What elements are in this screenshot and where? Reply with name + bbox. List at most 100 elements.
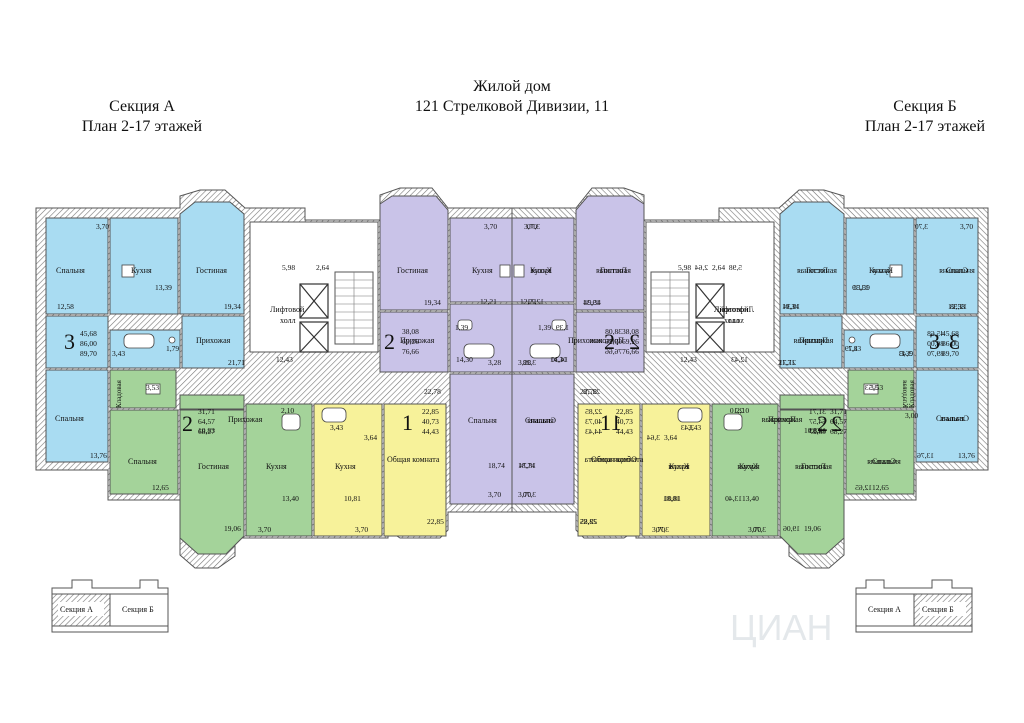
svg-text:2,64: 2,64 (712, 263, 725, 272)
svg-text:12,21: 12,21 (520, 297, 537, 306)
svg-text:3,43: 3,43 (112, 349, 125, 358)
svg-text:14,30: 14,30 (456, 355, 473, 364)
svg-text:3,70: 3,70 (96, 222, 109, 231)
a3-area-living: 45,68 (80, 329, 97, 338)
a2p-area-full: 76,66 (402, 347, 419, 356)
svg-text:22,85: 22,85 (616, 407, 633, 416)
section-b-name: Секция Б (893, 98, 957, 115)
svg-text:5,98: 5,98 (678, 263, 691, 272)
a2p-living-label: Гостиная (397, 266, 428, 275)
svg-text:13,40: 13,40 (282, 494, 299, 503)
svg-text:22,85: 22,85 (427, 517, 444, 526)
svg-text:3,70: 3,70 (355, 525, 368, 534)
svg-text:холл: холл (724, 316, 740, 325)
room-labels: Спальня Кухня Гостиная Прихожая Спальня … (55, 266, 497, 471)
svg-text:Спальня: Спальня (525, 416, 554, 425)
svg-text:Спальня: Спальня (946, 266, 975, 275)
svg-text:10,81: 10,81 (664, 494, 681, 503)
svg-text:2,10: 2,10 (281, 406, 294, 415)
svg-text:22,85: 22,85 (580, 517, 597, 526)
lift-hall-label-2: холл (280, 316, 296, 325)
dimension-labels: 3,70 12,58 13,39 19,34 21,71 3,43 1,79 1… (57, 222, 505, 534)
a2g-room-count: 2 (182, 411, 193, 436)
a1-area-living: 22,85 (422, 407, 439, 416)
svg-text:13,76: 13,76 (90, 451, 107, 460)
svg-text:Прихожая: Прихожая (768, 415, 803, 424)
svg-text:3,70: 3,70 (652, 525, 665, 534)
section-b-labels: Спальня Кухня Гостиная Прихожая Спальня … (518, 222, 975, 534)
svg-text:1,39: 1,39 (455, 323, 468, 332)
a3-info: 3 45,68 86,00 89,70 (64, 329, 97, 358)
a2p-area-living: 38,08 (402, 327, 419, 336)
a2p-info-block (379, 311, 449, 373)
a1-kitchen (313, 403, 383, 537)
building-title-line1: Жилой дом (473, 78, 551, 95)
a1-kitchen-label: Кухня (335, 462, 356, 471)
svg-text:Гостиная: Гостиная (801, 462, 832, 471)
svg-text:12,43: 12,43 (276, 355, 293, 364)
svg-text:2: 2 (817, 411, 828, 436)
a2g-area-full: 68,27 (198, 427, 215, 436)
svg-text:13,39: 13,39 (853, 283, 870, 292)
svg-text:3,43: 3,43 (330, 423, 343, 432)
section-b-plan-shapes (511, 187, 989, 569)
svg-text:2,10: 2,10 (736, 406, 749, 415)
section-b-plan: План 2-17 этажей (864, 118, 986, 135)
building-title-line2: 121 Стрелковой Дивизии, 11 (414, 98, 610, 115)
bath-fixtures (121, 264, 511, 431)
svg-text:64,57: 64,57 (830, 417, 847, 426)
a1-common-room (383, 403, 447, 537)
svg-text:12,65: 12,65 (872, 483, 889, 492)
a3-bedroom-top (45, 217, 109, 315)
keyplan-left-a: Секция А (60, 605, 93, 614)
a2p-info: 2 38,08 69,26 76,66 (384, 327, 419, 356)
svg-text:13,40: 13,40 (742, 494, 759, 503)
svg-text:68,27: 68,27 (830, 427, 847, 436)
a3-area-full: 89,70 (80, 349, 97, 358)
a3-info-block (45, 315, 109, 369)
a2g-bedroom (109, 409, 179, 495)
svg-text:44,43: 44,43 (616, 427, 633, 436)
a1-common-room-label: Общая комната (387, 455, 440, 464)
svg-text:Лифтовой: Лифтовой (714, 305, 749, 314)
a3-living (179, 201, 245, 315)
svg-text:2,64: 2,64 (316, 263, 329, 272)
a1-room-count: 1 (402, 410, 413, 435)
a2g-bedroom-label: Спальня (128, 457, 157, 466)
a2g-living (179, 409, 245, 555)
svg-text:10,83: 10,83 (198, 426, 215, 435)
keyplan-left-b: Секция Б (122, 605, 154, 614)
a3-living-label: Гостиная (196, 266, 227, 275)
a3-bath (109, 329, 181, 369)
section-a-plan: Спальня Кухня Гостиная Прихожая Спальня … (35, 187, 513, 569)
a2g-hall (179, 394, 245, 410)
svg-text:1,39: 1,39 (538, 323, 551, 332)
svg-text:Прихожая: Прихожая (568, 336, 603, 345)
svg-text:19,06: 19,06 (804, 524, 821, 533)
a2g-hall-label: Прихожая (228, 415, 263, 424)
watermark-text: ЦИАН (730, 607, 833, 648)
a1-info: 1 22,85 40,73 44,43 (402, 407, 439, 436)
svg-text:18,74: 18,74 (518, 461, 535, 470)
svg-text:3,70: 3,70 (960, 222, 973, 231)
svg-text:3,43: 3,43 (688, 423, 701, 432)
section-a-plan: План 2-17 этажей (81, 118, 203, 135)
svg-text:Кладовая: Кладовая (908, 379, 916, 408)
svg-text:12,43: 12,43 (680, 355, 697, 364)
svg-text:22,78: 22,78 (424, 387, 441, 396)
a2p-hall (449, 303, 513, 373)
a2g-area-living: 31,71 (198, 407, 215, 416)
svg-text:3,00: 3,00 (905, 411, 918, 420)
svg-text:Прихожая: Прихожая (799, 336, 834, 345)
lift-shafts (299, 283, 329, 353)
svg-text:19,34: 19,34 (424, 298, 441, 307)
svg-text:10,81: 10,81 (344, 494, 361, 503)
svg-text:3,70: 3,70 (518, 490, 531, 499)
a2g-area-total: 64,57 (198, 417, 215, 426)
a2g-storage-label: Кладовая (115, 379, 123, 408)
keyplan-left: Секция А Секция Б (51, 579, 169, 633)
svg-text:13,39: 13,39 (155, 283, 172, 292)
svg-text:89,70: 89,70 (942, 349, 959, 358)
a2p-living (379, 195, 449, 311)
a2g-kitchen-label: Кухня (266, 462, 287, 471)
